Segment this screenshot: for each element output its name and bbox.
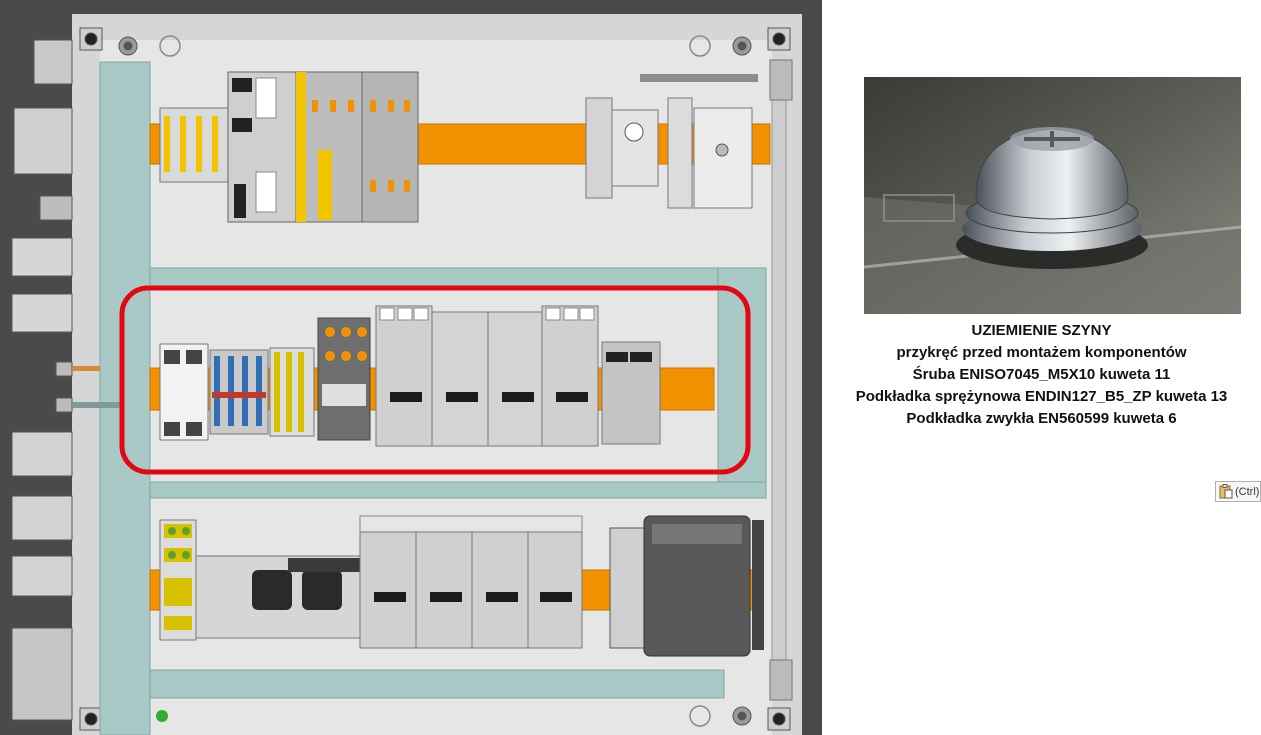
bottom-contactors <box>195 555 361 639</box>
cable-duct-top <box>149 267 767 287</box>
keyholes <box>159 35 711 727</box>
green-yellow-terminal-block <box>269 347 315 437</box>
instruction-caption: UZIEMIENIE SZYNY przykręć przed montażem… <box>822 320 1261 430</box>
paste-options-button[interactable]: (Ctrl) <box>1215 481 1261 502</box>
cable-glands <box>11 39 73 721</box>
contactor-block <box>317 317 371 441</box>
clipboard-icon <box>1219 484 1233 499</box>
caption-flat-washer: Podkładka zwykła EN560599 kuweta 6 <box>906 410 1177 427</box>
small-relay-block <box>601 341 661 445</box>
side-rail <box>771 61 787 683</box>
cable-left-1 <box>72 402 122 408</box>
paste-options-label: (Ctrl) <box>1235 485 1260 498</box>
fuse-holder <box>159 343 209 441</box>
power-supply <box>609 515 764 657</box>
blue-terminal-block <box>209 349 269 435</box>
caption-instruction: przykręć przed montażem komponentów <box>896 344 1187 361</box>
cabinet-drawing <box>0 0 822 735</box>
top-right-devices <box>585 74 758 209</box>
caption-screw: Śruba ENISO7045_M5X10 kuweta 11 <box>912 366 1171 383</box>
hinge-bottom <box>769 659 793 701</box>
ground-symbol <box>156 710 168 722</box>
hinge-top <box>769 59 793 101</box>
bottom-terminal-block <box>159 519 197 641</box>
highlight-frame <box>119 285 751 475</box>
bottom-breakers <box>359 515 583 649</box>
cable-duct-middle <box>149 481 767 499</box>
plc-module <box>227 71 297 223</box>
corner-screws <box>79 27 791 731</box>
top-terminal-block <box>159 107 231 183</box>
io-modules <box>295 71 419 223</box>
cable-duct-vertical <box>99 61 151 735</box>
cable-left-2 <box>72 366 100 371</box>
cable-duct-bottom <box>149 669 725 699</box>
grounding-screw-photo <box>864 77 1241 314</box>
caption-spring-washer: Podkładka sprężynowa ENDIN127_B5_ZP kuwe… <box>855 388 1228 405</box>
motor-protection-breakers <box>375 305 599 447</box>
caption-title: UZIEMIENIE SZYNY <box>971 322 1112 339</box>
